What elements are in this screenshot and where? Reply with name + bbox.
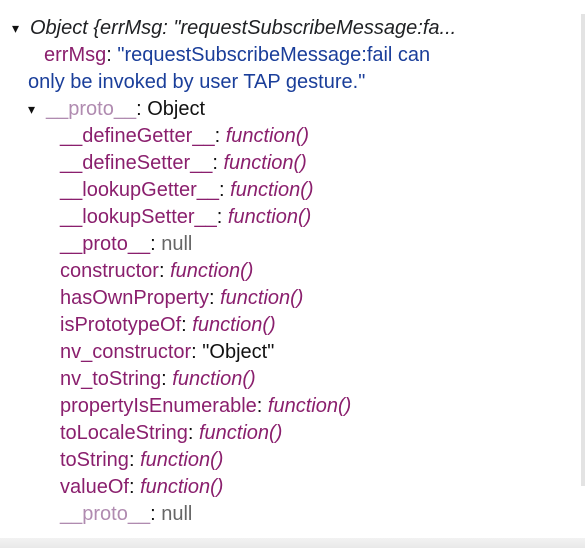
property-value[interactable]: function(): [227, 206, 312, 228]
property-value[interactable]: function(): [225, 125, 310, 147]
property-row: __lookupSetter__: function(): [60, 206, 312, 228]
property-value[interactable]: function(): [172, 368, 256, 390]
property-value[interactable]: function(): [199, 422, 283, 444]
errmsg-property-row: errMsg: "requestSubscribeMessage:fail ca…: [44, 44, 431, 66]
property-key: nv_toString: [60, 368, 162, 390]
property-value[interactable]: function(): [223, 152, 307, 174]
property-row: __defineGetter__: function(): [60, 125, 310, 147]
property-row: propertyIsEnumerable: function(): [60, 395, 352, 417]
property-value: null: [161, 233, 193, 255]
property-value[interactable]: function(): [267, 395, 352, 417]
property-key: propertyIsEnumerable: [60, 395, 257, 417]
property-key: toString: [60, 449, 129, 471]
property-key: constructor: [60, 260, 159, 282]
property-value: "Object": [202, 341, 275, 363]
property-row: nv_toString: function(): [60, 368, 256, 390]
property-row: __proto__: null: [60, 503, 193, 525]
property-row: isPrototypeOf: function(): [60, 314, 276, 336]
property-key: hasOwnProperty: [60, 287, 209, 309]
root-object-row[interactable]: ▾ Object {errMsg: "requestSubscribeMessag…: [12, 16, 456, 40]
property-value[interactable]: function(): [170, 260, 254, 282]
errmsg-value: "requestSubscribeMessage:fail can: [117, 44, 431, 66]
property-key: valueOf: [60, 476, 129, 498]
property-value: null: [161, 503, 193, 525]
property-row: constructor: function(): [60, 260, 254, 282]
property-key: __defineGetter__: [60, 125, 215, 147]
property-row: valueOf: function(): [60, 476, 224, 498]
errmsg-value-line2: only be invoked by user TAP gesture.": [28, 71, 366, 93]
expand-triangle-icon[interactable]: ▾: [28, 101, 36, 117]
bottom-divider: [0, 538, 585, 548]
property-row: nv_constructor: "Object": [60, 341, 275, 363]
property-row: toString: function(): [60, 449, 224, 471]
proto-value[interactable]: Object: [147, 98, 206, 120]
property-key: __defineSetter__: [60, 152, 213, 174]
property-value[interactable]: function(): [140, 476, 224, 498]
property-key: __lookupGetter__: [60, 179, 220, 201]
property-value[interactable]: function(): [192, 314, 276, 336]
property-row: __lookupGetter__: function(): [60, 179, 314, 201]
property-row: toLocaleString: function(): [60, 422, 283, 444]
errmsg-key: errMsg: [44, 44, 107, 66]
proto-key[interactable]: __proto__: [46, 98, 137, 120]
property-row: __proto__: null: [60, 233, 193, 255]
property-key: toLocaleString: [60, 422, 188, 444]
property-key: nv_constructor: [60, 341, 192, 363]
errmsg-value-continuation: only be invoked by user TAP gesture.": [28, 70, 365, 94]
property-row: __defineSetter__: function(): [60, 152, 307, 174]
proto-object-row[interactable]: ▾__proto__: Object: [28, 98, 206, 120]
property-row: hasOwnProperty: function(): [60, 287, 304, 309]
property-key: __proto__: [60, 233, 151, 255]
property-value[interactable]: function(): [220, 287, 304, 309]
property-value[interactable]: function(): [140, 449, 224, 471]
root-object-summary[interactable]: Object {errMsg: "requestSubscribeMessage…: [30, 17, 457, 39]
property-key: __proto__: [60, 503, 151, 525]
vertical-divider: [581, 14, 585, 486]
expand-triangle-icon[interactable]: ▾: [12, 20, 20, 36]
property-key: isPrototypeOf: [60, 314, 182, 336]
property-key: __lookupSetter__: [60, 206, 217, 228]
property-value[interactable]: function(): [230, 179, 314, 201]
